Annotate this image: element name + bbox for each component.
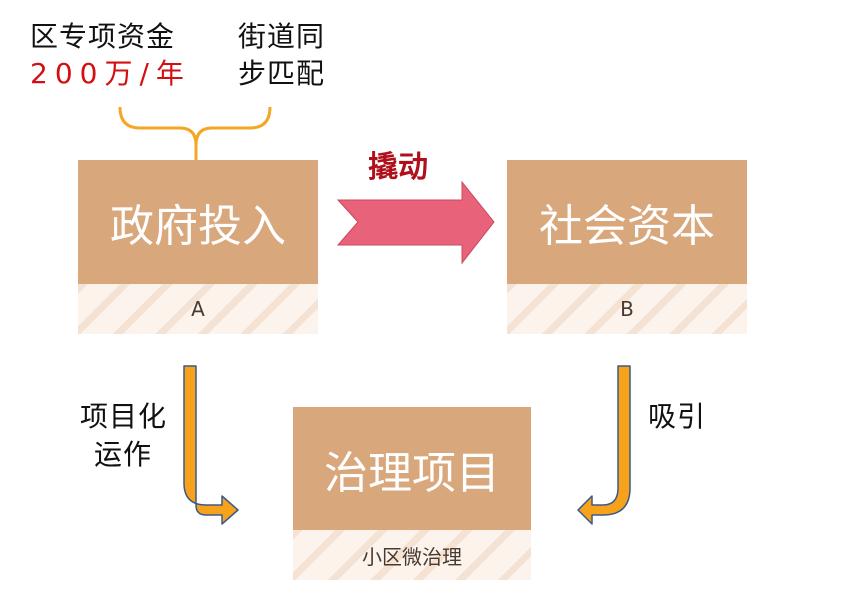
social-capital-box: 社会资本: [507, 160, 747, 284]
funding-source-label: 区专项资金: [30, 20, 176, 53]
governance-project-sub: 小区微治理: [293, 530, 531, 580]
governance-project-title: 治理项目: [324, 447, 500, 499]
attract-arrow-body: [577, 365, 631, 525]
government-input-box: 政府投入: [78, 160, 318, 284]
attract-label: 吸引: [648, 400, 707, 433]
government-input-title: 政府投入: [110, 201, 286, 252]
funding-bracket: [118, 106, 272, 160]
project-ops-arrow-body: [183, 365, 239, 525]
government-input-sub-label: A: [191, 297, 205, 321]
street-match-line2: 步匹配: [238, 57, 326, 90]
social-capital-title: 社会资本: [539, 201, 715, 252]
leverage-arrow: [336, 180, 495, 265]
funding-amount: 200万/年: [30, 57, 191, 90]
governance-project-sub-label: 小区微治理: [362, 544, 462, 569]
social-capital-sub: B: [507, 284, 747, 334]
project-ops-line1: 项目化: [80, 400, 168, 433]
leverage-label: 撬动: [368, 150, 428, 185]
government-input-sub: A: [78, 284, 318, 334]
street-match-line1: 街道同: [238, 20, 326, 53]
project-ops-line2: 运作: [94, 438, 153, 471]
social-capital-sub-label: B: [620, 297, 634, 321]
governance-project-box: 治理项目: [293, 407, 531, 530]
